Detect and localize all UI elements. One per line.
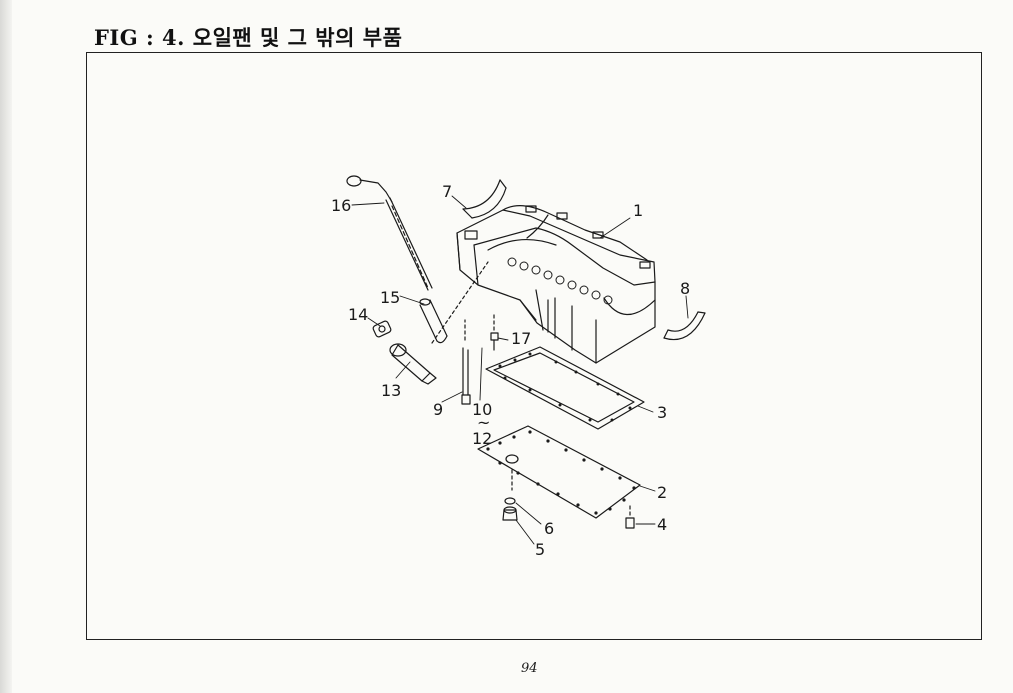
part-oil-gauge [372,320,437,385]
callout-17: 17 [511,329,531,348]
callout-7: 7 [442,182,452,201]
leader-lines [351,195,689,545]
part-thrust-washer-upper [462,179,507,219]
part-bolt-4 [625,505,635,529]
callout-5: 5 [535,540,545,559]
callout-10-range: ~ [477,413,490,432]
callout-2: 2 [657,483,667,502]
callout-15: 15 [380,288,400,307]
callout-1: 1 [633,201,643,220]
part-dipstick [346,175,433,291]
callout-13: 13 [381,381,401,400]
part-guide-tube [419,261,489,344]
callout-8: 8 [680,279,690,298]
callout-6: 6 [544,519,554,538]
part-drain-washer [504,497,516,505]
part-stud-bolt [461,319,471,405]
callout-16: 16 [331,196,351,215]
callout-9: 9 [433,400,443,419]
part-thrust-washer-lower [663,311,706,341]
part-oil-pan-body [456,205,656,364]
callout-labels: 1 2 3 4 5 6 7 8 9 10 ~ 12 13 14 15 16 17 [331,182,690,559]
callout-14: 14 [348,305,368,324]
figure-title: FIG : 4. 오일팬 및 그 밖의 부품 [94,25,403,50]
scan-edge [0,0,12,693]
part-bottom-plate [477,425,641,519]
callout-12: 12 [472,429,492,448]
callout-4: 4 [657,515,667,534]
part-drain-plug [502,506,518,521]
part-gasket [485,346,645,430]
page-number: 94 [521,661,538,676]
callout-3: 3 [657,403,667,422]
callout-10: 10 [472,400,492,419]
figure-frame [86,52,982,640]
part-bolt-17 [490,314,499,351]
